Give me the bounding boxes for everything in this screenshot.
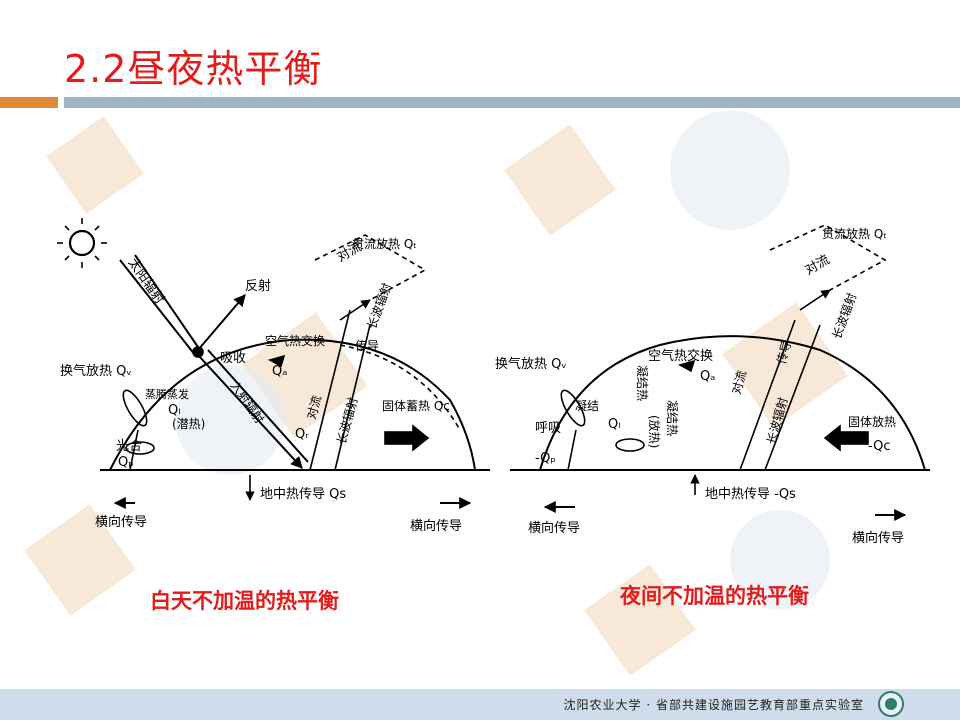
label-photosynthesis: 光合 (116, 439, 142, 454)
night-label-convection-up: 对流 (803, 252, 833, 278)
night-label-transmit-heat: 贯流放热 Qₜ (822, 226, 887, 241)
sun-icon (57, 218, 107, 268)
page-title: 2.2昼夜热平衡 (64, 47, 323, 91)
footer-text: 沈阳农业大学 · 省部共建设施园艺教育部重点实验室 (563, 698, 864, 712)
day-caption: 白天不加温的热平衡 (150, 589, 339, 613)
label-lateral-left: 横向传导 (95, 514, 147, 530)
footer-bar: 沈阳农业大学 · 省部共建设施园艺教育部重点实验室 (0, 689, 960, 720)
night-label-air-exchange: 空气热交换 (648, 348, 713, 364)
night-label-convection: 对流 (729, 369, 749, 396)
label-ground-conduction: 地中热传导 Qs (260, 487, 346, 502)
label-ql: Qₗ (168, 403, 180, 418)
label-evapotranspiration: 蒸腾蒸发 (145, 387, 189, 401)
night-label-ground-conduction: 地中热传导 -Qs (705, 487, 796, 502)
title-bar (64, 97, 960, 108)
label-conduct: 传导 (355, 338, 379, 353)
night-labels: 换气放热 Qᵥ 凝结热 空气热交换 Qₐ 对流 传导 贯流放热 Qₜ 长波辐射 … (495, 226, 904, 546)
night-label-qp: -Qₚ (535, 451, 556, 466)
night-label-solid-release: 固体放热 (848, 414, 896, 429)
night-label-condense-heat: 凝结热 (635, 365, 650, 401)
night-label-ql: Qₗ (608, 417, 620, 432)
night-label-lateral-left: 横向传导 (528, 520, 580, 536)
day-diagram (57, 218, 490, 509)
title-bar-accent (0, 97, 58, 108)
label-vent-heat: 换气放热 Qᵥ (60, 363, 132, 379)
night-label-longwave: 长波辐射 (829, 291, 860, 341)
night-label-vent: 换气放热 Qᵥ (495, 356, 567, 372)
label-qr: Qᵣ (295, 427, 309, 442)
label-solar-radiation: 太阳辐射 (125, 255, 168, 307)
night-label-condense-heat-2: 凝结热 (665, 400, 680, 436)
label-latent: (潜热) (172, 417, 205, 431)
night-diagram (510, 224, 930, 521)
label-incident: 入射辐射 (228, 378, 268, 426)
label-qp: Qₚ (118, 455, 134, 470)
label-qa: Qₐ (272, 364, 287, 379)
label-convection-in: 对流 (304, 394, 324, 421)
night-label-qc: -Qc (868, 439, 891, 454)
night-label-condense: 凝结 (575, 398, 599, 413)
heat-balance-diagram: 太阳辐射 反射 吸收 空气热交换 Qₐ 对流 贯流放热 Qₜ 长波辐射 传导 对… (57, 218, 930, 546)
night-label-lateral-right: 横向传导 (852, 530, 904, 546)
university-logo-icon (878, 691, 904, 717)
night-label-conduct: 传导 (773, 339, 794, 366)
label-air-exchange: 空气热交换 (265, 333, 325, 348)
label-transmit-heat: 贯流放热 Qₜ (352, 236, 417, 251)
night-label-qa: Qₐ (700, 369, 715, 384)
night-label-respiration: 呼吸 (535, 421, 561, 436)
label-solid-store: 固体蓄热 Qc (382, 399, 450, 413)
night-caption: 夜间不加温的热平衡 (620, 584, 809, 608)
day-labels: 太阳辐射 反射 吸收 空气热交换 Qₐ 对流 贯流放热 Qₜ 长波辐射 传导 对… (60, 236, 462, 534)
night-label-longwave-2: 长波辐射 (763, 396, 790, 446)
night-label-release: (放热) (647, 415, 662, 448)
label-longwave: 长波辐射 (364, 281, 395, 331)
label-reflect: 反射 (245, 278, 271, 294)
label-lateral-right: 横向传导 (410, 518, 462, 534)
label-longwave-2: 长波辐射 (333, 396, 360, 446)
label-absorb: 吸收 (220, 351, 246, 366)
